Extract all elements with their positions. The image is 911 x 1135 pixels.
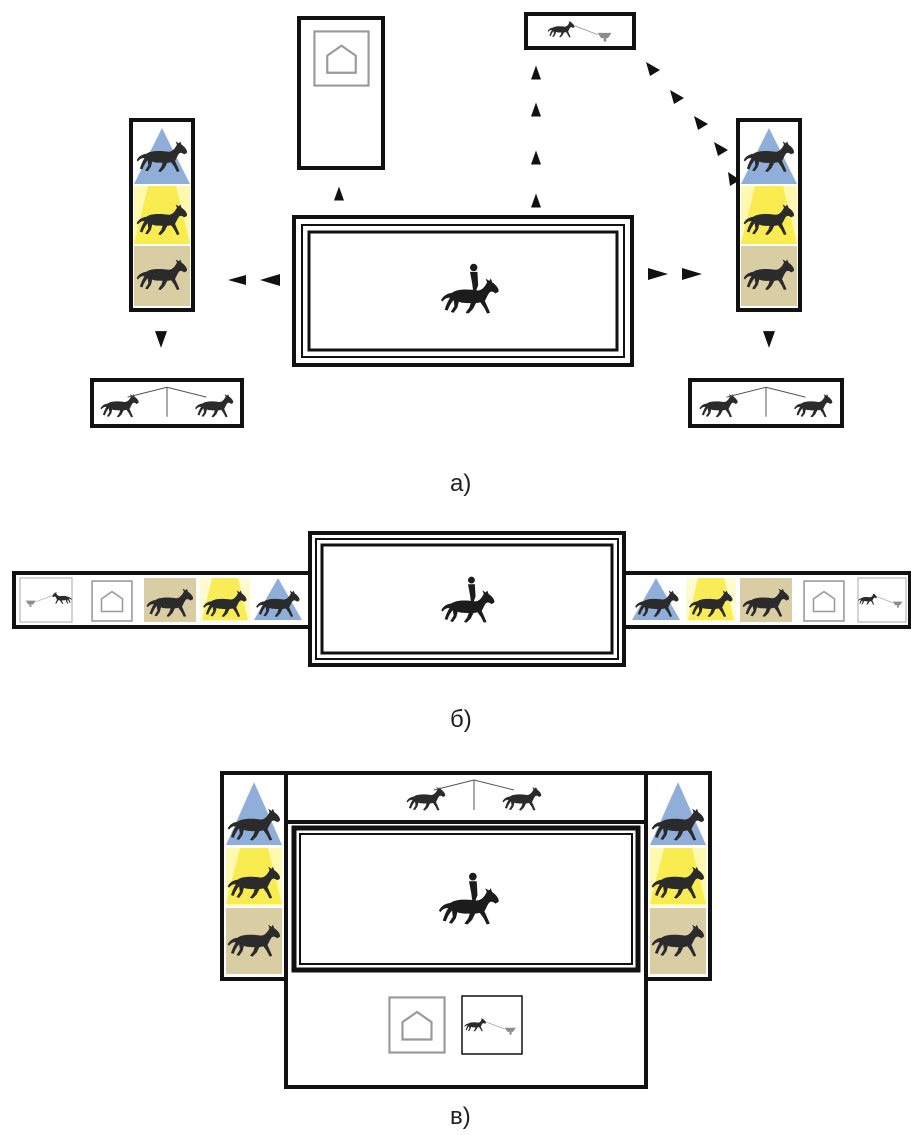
stable-building-icon bbox=[803, 580, 845, 622]
arrow-up-icon bbox=[531, 65, 541, 80]
stable-box-a bbox=[297, 16, 385, 170]
panel-c bbox=[220, 771, 712, 1089]
arrow-down-icon bbox=[763, 331, 775, 348]
paddock-box-a bbox=[524, 12, 636, 50]
stable-building-icon bbox=[388, 996, 446, 1054]
treatment-column-left-c bbox=[220, 771, 288, 981]
strip-left-b bbox=[19, 577, 302, 623]
panel-a bbox=[90, 12, 844, 428]
arrow-up-icon bbox=[531, 193, 541, 208]
arrow-up-icon bbox=[531, 150, 541, 165]
paddock-box-c bbox=[461, 995, 523, 1055]
walker-box-left-a bbox=[90, 378, 244, 428]
arrows-left bbox=[228, 274, 280, 286]
arena-main-a bbox=[292, 215, 634, 367]
caption-c: в) bbox=[450, 1103, 471, 1130]
treatment-column-right-c bbox=[644, 771, 712, 981]
arena-main-c bbox=[291, 825, 641, 973]
walker-box-right-a bbox=[688, 378, 844, 428]
arrow-up-icon bbox=[334, 186, 344, 201]
arrow-down-icon bbox=[155, 331, 167, 348]
arrows-right bbox=[648, 268, 702, 280]
treatment-column-right-a bbox=[736, 118, 802, 312]
strip-right-b bbox=[632, 577, 907, 623]
arrow-chain-up bbox=[531, 65, 541, 208]
panel-b bbox=[12, 531, 911, 667]
arena-main-b bbox=[308, 531, 626, 667]
arrow-chain-diagonal bbox=[646, 62, 740, 186]
caption-a: а) bbox=[450, 470, 472, 497]
stable-building-icon bbox=[91, 580, 133, 622]
stable-building-icon bbox=[313, 30, 370, 87]
arrow-up-icon bbox=[531, 102, 541, 117]
caption-b: б) bbox=[450, 706, 472, 733]
treatment-column-left-a bbox=[129, 118, 195, 312]
